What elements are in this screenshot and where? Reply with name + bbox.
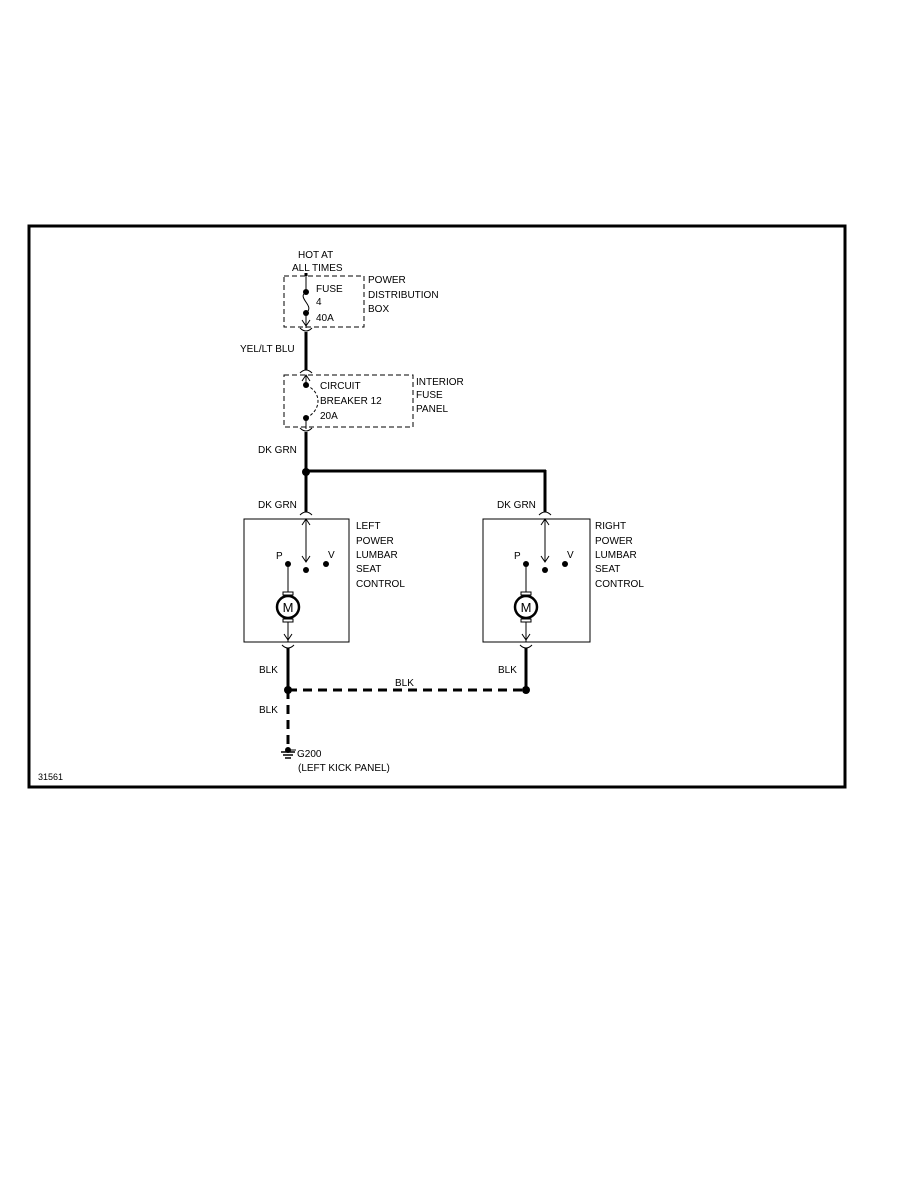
left-switch-arrow bbox=[301, 555, 311, 563]
right-lumbar-seat-control: P V M RIGHT POWER LUMBAR SEAT CONTROL bbox=[482, 511, 644, 643]
left-lumbar-seat-control: P V M LEFT POWER LUMBAR SEAT CONTROL bbox=[243, 511, 405, 643]
left-motor-output-arrow bbox=[283, 633, 293, 641]
right-control-label-line1: RIGHT bbox=[595, 521, 626, 532]
blk-ground-drop-label: BLK bbox=[259, 705, 278, 716]
right-blk-wire-label: BLK bbox=[498, 665, 517, 676]
right-control-input-connector bbox=[538, 511, 552, 516]
power-box-label-line3: BOX bbox=[368, 304, 389, 315]
left-motor-icon bbox=[275, 594, 301, 620]
left-control-label-line5: CONTROL bbox=[356, 579, 405, 590]
right-switch-arrow bbox=[540, 555, 550, 563]
fuse-number: 4 bbox=[316, 297, 322, 308]
dk-grn-left-wire-label: DK GRN bbox=[258, 500, 297, 511]
right-motor-output-arrow bbox=[521, 633, 531, 641]
right-pin-p-label: P bbox=[514, 551, 521, 562]
right-motor-brush-bottom bbox=[520, 618, 532, 623]
interior-panel-label-line3: PANEL bbox=[416, 404, 448, 415]
diagram-code: 31561 bbox=[38, 772, 63, 782]
fuse-terminal-top bbox=[303, 289, 309, 295]
left-control-label-line4: SEAT bbox=[356, 564, 381, 575]
power-box-label-line1: POWER bbox=[368, 275, 406, 286]
right-switch-v-contact bbox=[562, 561, 568, 567]
ground-location-label: (LEFT KICK PANEL) bbox=[298, 763, 390, 774]
interior-panel-label-line1: INTERIOR bbox=[416, 377, 464, 388]
right-control-box bbox=[482, 518, 591, 643]
diagram-frame bbox=[27, 224, 847, 789]
right-motor-brush-top bbox=[520, 591, 532, 596]
right-motor-icon bbox=[513, 594, 539, 620]
left-control-label-line3: LUMBAR bbox=[356, 550, 398, 561]
hot-at-label-line1: HOT AT bbox=[298, 250, 333, 261]
interior-fuse-panel-outline bbox=[283, 374, 414, 428]
ground-id-label: G200 bbox=[297, 749, 322, 760]
right-pin-v-label: V bbox=[567, 550, 574, 561]
right-ground-connector bbox=[519, 644, 533, 649]
right-control-label-line4: SEAT bbox=[595, 564, 620, 575]
fuse-name: FUSE bbox=[316, 284, 343, 295]
breaker-label-line1: CIRCUIT bbox=[320, 381, 361, 392]
breaker-element bbox=[305, 384, 319, 419]
power-box-label-line2: DISTRIBUTION bbox=[368, 290, 439, 301]
left-pin-v-label: V bbox=[328, 550, 335, 561]
right-control-label-line5: CONTROL bbox=[595, 579, 644, 590]
hot-at-label-line2: ALL TIMES bbox=[292, 263, 343, 274]
fuse-output-connector bbox=[299, 327, 313, 332]
left-control-label-line1: LEFT bbox=[356, 521, 380, 532]
left-pin-p-label: P bbox=[276, 551, 283, 562]
left-control-input-connector bbox=[299, 511, 313, 516]
blk-ground-link-label: BLK bbox=[395, 678, 414, 689]
left-control-box bbox=[243, 518, 350, 643]
right-switch-common bbox=[542, 567, 548, 573]
left-ground-connector bbox=[281, 644, 295, 649]
right-motor-label: M bbox=[521, 600, 532, 615]
right-control-label-line3: LUMBAR bbox=[595, 550, 637, 561]
left-switch-v-contact bbox=[323, 561, 329, 567]
left-motor-brush-bottom bbox=[282, 618, 294, 623]
interior-panel-label-line2: FUSE bbox=[416, 390, 443, 401]
fuse-rating: 40A bbox=[316, 313, 334, 324]
left-motor-brush-top bbox=[282, 591, 294, 596]
right-ground-splice bbox=[522, 686, 530, 694]
left-blk-wire-label: BLK bbox=[259, 665, 278, 676]
left-motor-label: M bbox=[283, 600, 294, 615]
breaker-label-line2: BREAKER 12 bbox=[320, 396, 382, 407]
left-switch-common bbox=[303, 567, 309, 573]
dk-grn-right-wire-label: DK GRN bbox=[497, 500, 536, 511]
dk-grn-breaker-wire-label: DK GRN bbox=[258, 445, 297, 456]
breaker-label-line3: 20A bbox=[320, 411, 338, 422]
power-distribution-box-outline bbox=[283, 275, 365, 328]
right-control-label-line2: POWER bbox=[595, 536, 633, 547]
breaker-output-connector bbox=[299, 427, 313, 432]
fuse-element bbox=[302, 291, 310, 314]
fuse-output-arrow bbox=[301, 319, 311, 327]
yel-lt-blu-wire-label: YEL/LT BLU bbox=[240, 344, 295, 355]
breaker-input-connector bbox=[299, 369, 313, 374]
left-control-label-line2: POWER bbox=[356, 536, 394, 547]
